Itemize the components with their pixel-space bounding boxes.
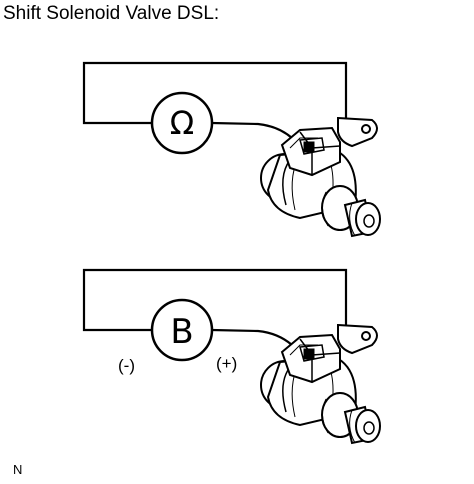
diagram-title: Shift Solenoid Valve DSL: [3, 3, 220, 24]
ohmmeter-wire [82, 61, 348, 125]
battery-positive-label: (+) [216, 354, 238, 373]
solenoid-valve-top [260, 117, 381, 237]
ohmmeter: Ω [150, 91, 214, 155]
corner-mark: N [13, 462, 23, 477]
battery: B [150, 298, 214, 362]
battery-wire [82, 268, 348, 332]
solenoid-valve-bottom [260, 324, 381, 444]
battery-symbol: B [170, 312, 193, 352]
ohmmeter-symbol: Ω [170, 104, 194, 142]
battery-negative-label: (-) [118, 356, 135, 375]
